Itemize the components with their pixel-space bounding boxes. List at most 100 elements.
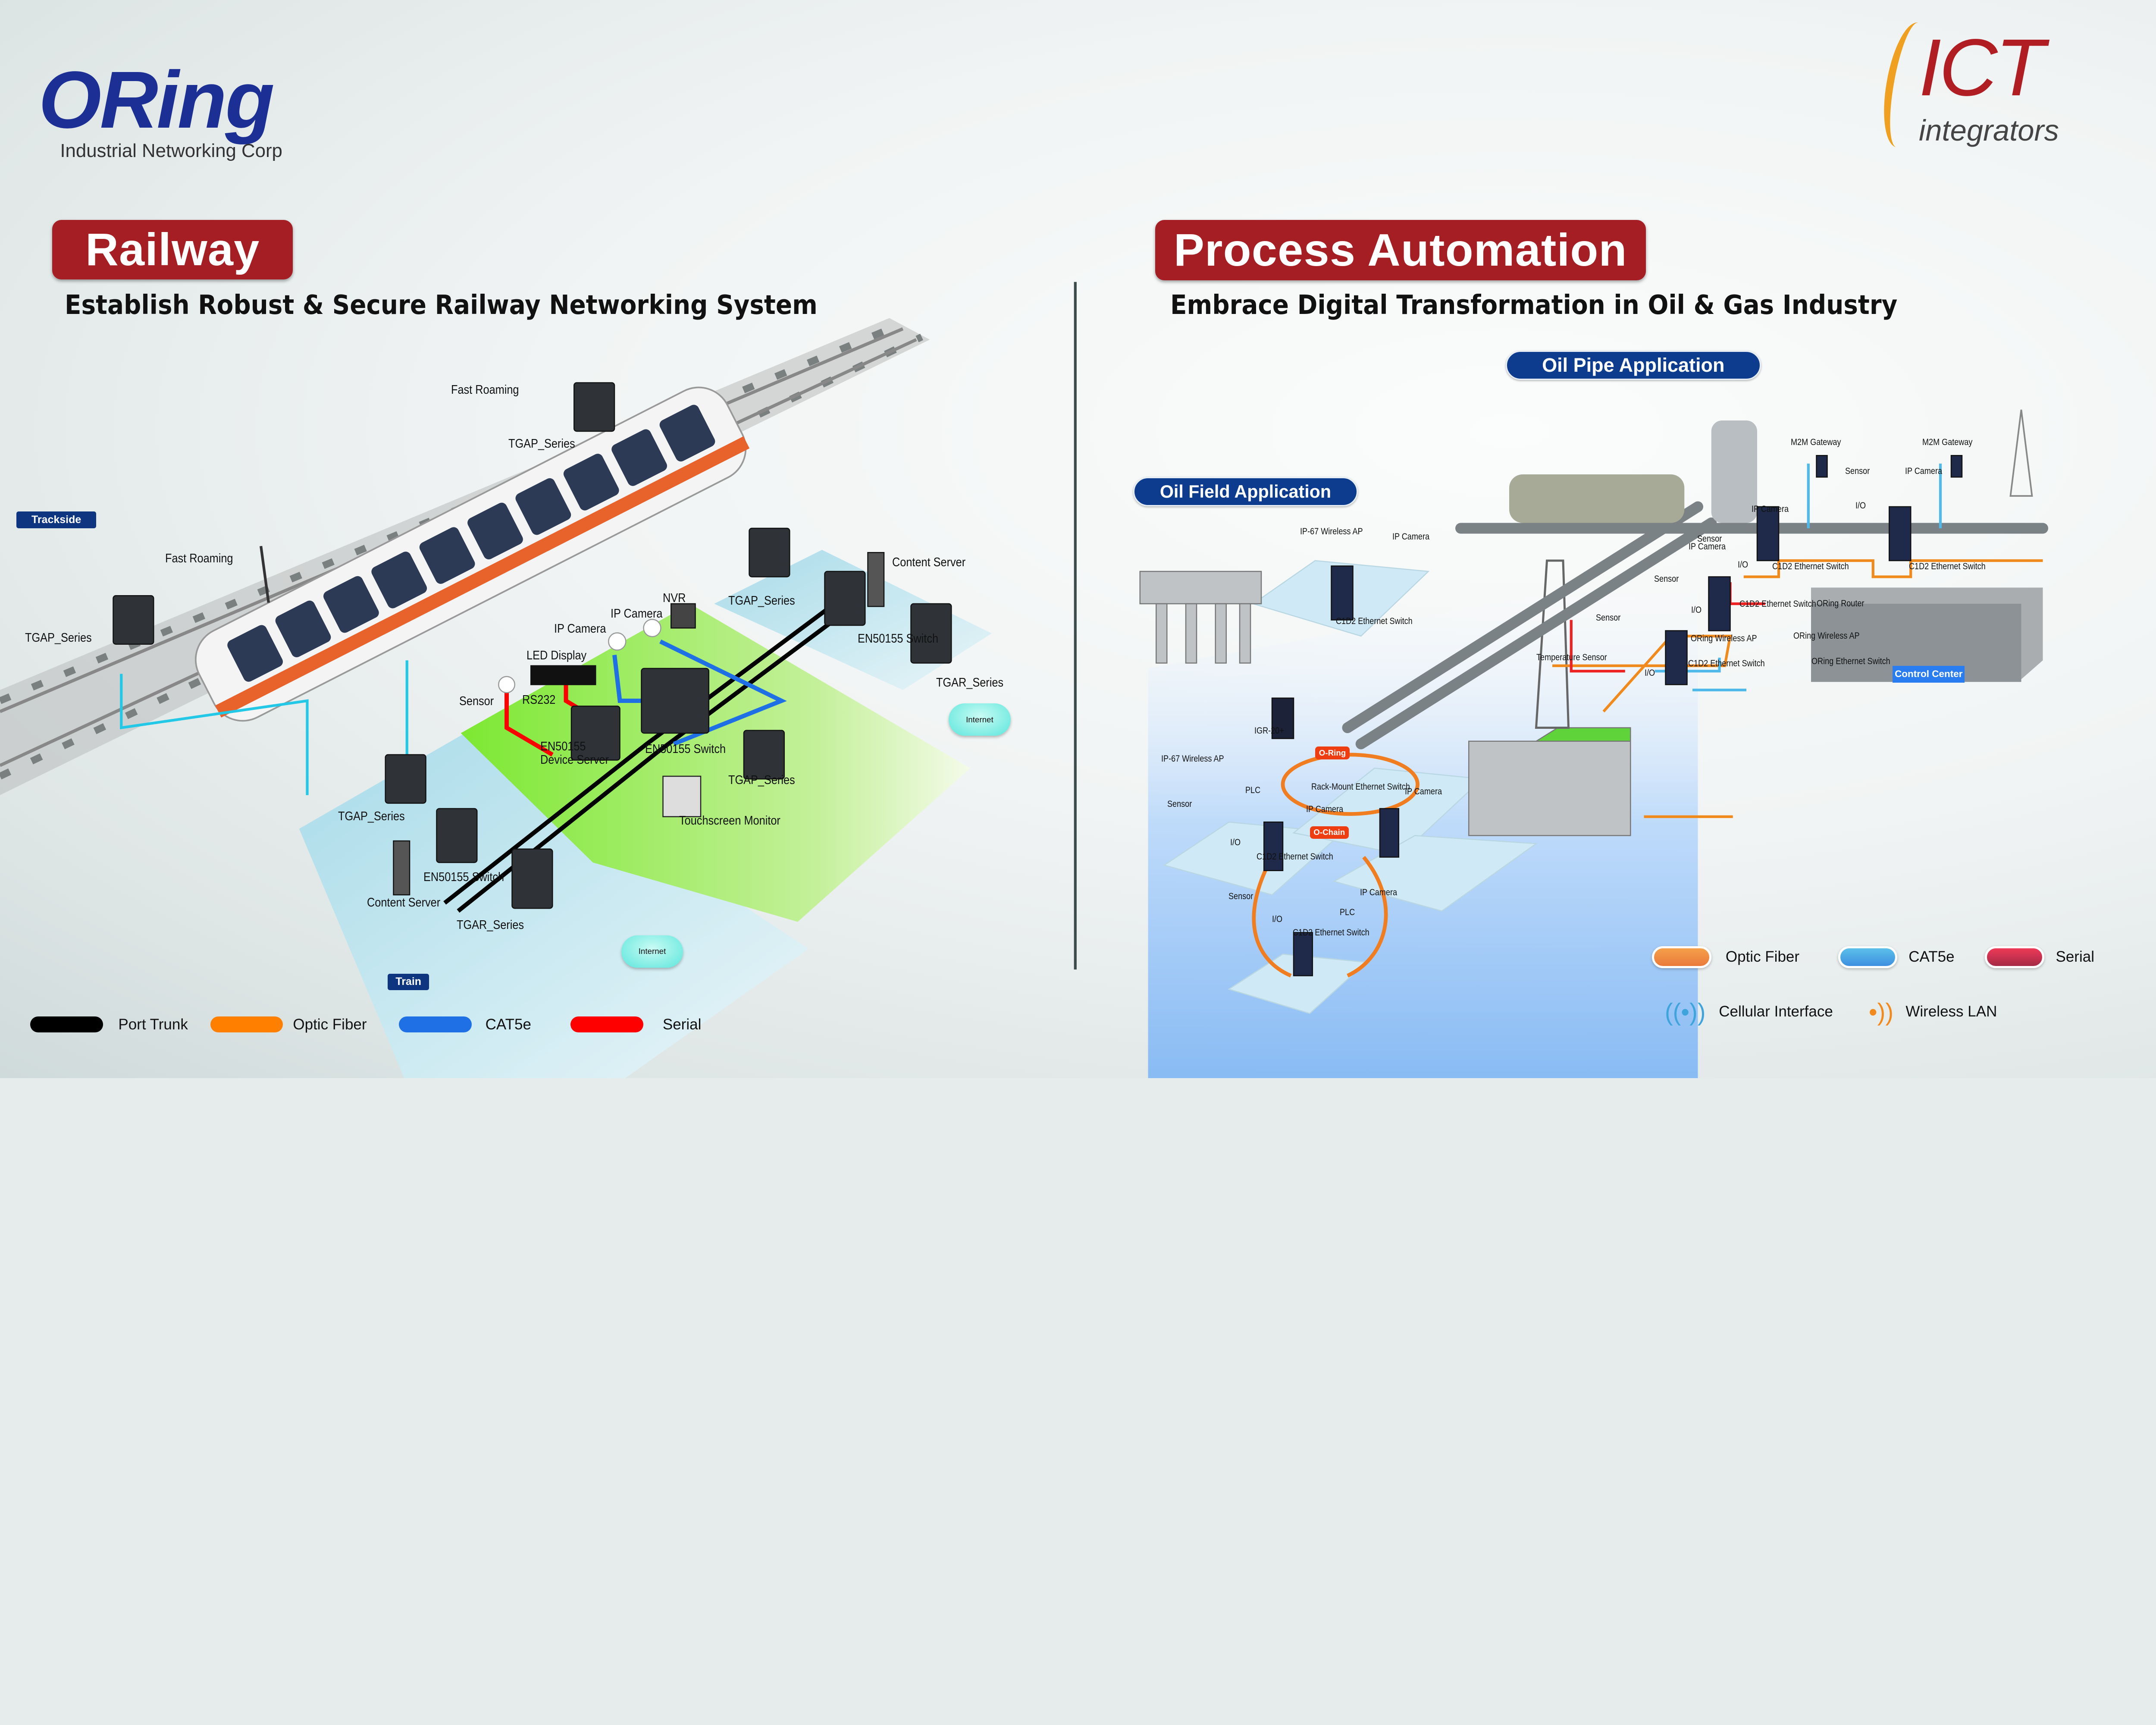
- tgar-device: [910, 603, 952, 664]
- storage-tank: [1711, 420, 1757, 523]
- label-tgap-series: TGAP_Series: [508, 437, 576, 451]
- railway-subtitle: Establish Robust & Secure Railway Networ…: [65, 289, 818, 320]
- ip-camera-icon: [643, 619, 661, 637]
- serial-cable: [505, 693, 554, 757]
- touchscreen-monitor: [662, 775, 702, 817]
- label-ip-camera: IP Camera: [1306, 804, 1344, 814]
- en50155-switch-device: [824, 571, 866, 626]
- label-rack-mount-ethernet-switch: Rack-Mount Ethernet Switch: [1311, 781, 1410, 792]
- tgap-device: [113, 595, 154, 645]
- label-sensor: Sensor: [1228, 891, 1253, 901]
- label-led-display: LED Display: [526, 649, 587, 662]
- label-en50155-device-server-line2: Device Server: [540, 753, 609, 767]
- ict-logo-tagline: integrators: [1919, 113, 2059, 147]
- c1d2-switch: [1263, 822, 1284, 871]
- legend-swatch-serial: [570, 1016, 643, 1033]
- led-display: [530, 665, 596, 685]
- legend-swatch-cat5e: [1838, 946, 1897, 968]
- infographic-stage: ORing Industrial Networking Corp ICT int…: [0, 0, 2156, 1078]
- label-fast-roaming: Fast Roaming: [165, 552, 233, 565]
- label-oring-ethernet-switch: ORing Ethernet Switch: [1811, 656, 1890, 666]
- oil-field-application-title: Oil Field Application: [1133, 477, 1358, 506]
- process-subtitle: Embrace Digital Transformation in Oil & …: [1170, 289, 1898, 320]
- label-io: I/O: [1691, 604, 1702, 615]
- label-temperature-sensor: Temperature Sensor: [1536, 652, 1607, 663]
- ict-logo-wordmark: ICT: [1919, 22, 2045, 113]
- label-c1d2-ethernet-switch: C1D2 Ethernet Switch: [1688, 658, 1765, 668]
- label-tgar-series: TGAR_Series: [936, 675, 1004, 690]
- label-oring-wireless-ap: ORing Wireless AP: [1793, 630, 1860, 641]
- igr-router: [1271, 697, 1294, 739]
- legend-swatch-serial: [1985, 946, 2044, 968]
- label-tgap-series: TGAP_Series: [25, 631, 92, 645]
- control-center-label: Control Center: [1893, 665, 1965, 683]
- tag-trackside: Trackside: [16, 511, 97, 528]
- label-oring-router: ORing Router: [1816, 598, 1864, 608]
- c1d2-switch: [1665, 630, 1688, 685]
- label-en50155-device-server: EN50155: [540, 739, 586, 753]
- label-tgap-series: TGAP_Series: [728, 773, 796, 787]
- label-io: I/O: [1738, 559, 1749, 570]
- label-content-server: Content Server: [367, 896, 441, 910]
- internet-cloud: Internet: [949, 703, 1011, 736]
- cat5e-cable: [612, 655, 647, 703]
- label-nvr: NVR: [662, 591, 686, 605]
- label-io: I/O: [1855, 500, 1866, 511]
- label-ip67-wireless-ap: IP-67 Wireless AP: [1161, 753, 1224, 764]
- label-tgar-series: TGAR_Series: [456, 918, 524, 932]
- label-ip-camera: IP Camera: [1751, 503, 1789, 514]
- o-chain-loop: [1252, 856, 1388, 978]
- c1d2-switch: [1331, 565, 1354, 621]
- label-sensor: Sensor: [1654, 573, 1679, 584]
- ict-logo: ICT integrators: [1876, 19, 2102, 151]
- label-oring-wireless-ap: ORing Wireless AP: [1691, 633, 1757, 643]
- legend-label: CAT5e: [485, 1016, 531, 1033]
- legend-label: Wireless LAN: [1905, 1003, 1997, 1020]
- label-io: I/O: [1272, 914, 1283, 924]
- legend-label: Optic Fiber: [293, 1016, 367, 1033]
- label-m2m-gateway: M2M Gateway: [1922, 437, 1973, 448]
- content-server-device: [867, 552, 885, 607]
- label-io: I/O: [1230, 837, 1241, 847]
- label-content-server: Content Server: [892, 555, 966, 570]
- control-center-room: [1811, 587, 2043, 682]
- label-ip-camera: IP Camera: [1905, 466, 1942, 477]
- label-m2m-gateway: M2M Gateway: [1790, 437, 1841, 448]
- en50155-switch-device: [641, 668, 709, 734]
- label-touchscreen-monitor: Touchscreen Monitor: [679, 813, 780, 828]
- o-chain-badge: O-Chain: [1310, 826, 1349, 839]
- optic-fiber-cable: [1743, 559, 2043, 578]
- legend-label: CAT5e: [1908, 948, 1955, 965]
- label-sensor: Sensor: [1167, 798, 1192, 809]
- label-c1d2-ethernet-switch: C1D2 Ethernet Switch: [1739, 599, 1816, 609]
- legend-swatch-optic-fiber: [210, 1016, 283, 1033]
- c1d2-switch: [1293, 932, 1313, 976]
- en50155-switch-device: [436, 808, 478, 863]
- legend-label: Cellular Interface: [1719, 1003, 1833, 1020]
- label-c1d2-ethernet-switch: C1D2 Ethernet Switch: [1336, 615, 1413, 626]
- label-io: I/O: [1645, 667, 1655, 678]
- label-fast-roaming: Fast Roaming: [451, 383, 519, 397]
- o-ring-loop: [1281, 753, 1420, 816]
- tgap-device: [573, 382, 615, 432]
- label-en50155-switch: EN50155 Switch: [645, 742, 726, 756]
- cat5e-cable: [659, 640, 787, 746]
- tgap-device: [743, 730, 785, 780]
- label-en50155-switch: EN50155 Switch: [858, 631, 939, 646]
- label-ip-camera: IP Camera: [554, 621, 606, 636]
- cellular-interface-icon: ((•)): [1664, 998, 1706, 1026]
- c1d2-switch: [1708, 576, 1731, 631]
- label-ip-camera: IP Camera: [1392, 531, 1430, 542]
- legend-label: Port Trunk: [118, 1016, 188, 1033]
- train: [194, 386, 750, 722]
- oring-tagline: Industrial Networking Corp: [60, 140, 282, 161]
- m2m-gateway: [1950, 455, 1963, 478]
- oil-pipeline: [1342, 501, 2048, 750]
- label-tgap-series: TGAP_Series: [338, 809, 405, 824]
- illustration: [0, 282, 2048, 1078]
- sensor-icon: [498, 676, 515, 693]
- label-ip67-wireless-ap: IP-67 Wireless AP: [1300, 526, 1363, 536]
- m2m-gateway: [1816, 455, 1828, 478]
- legend-label: Serial: [2056, 948, 2094, 965]
- label-ip-camera: IP Camera: [1405, 786, 1442, 797]
